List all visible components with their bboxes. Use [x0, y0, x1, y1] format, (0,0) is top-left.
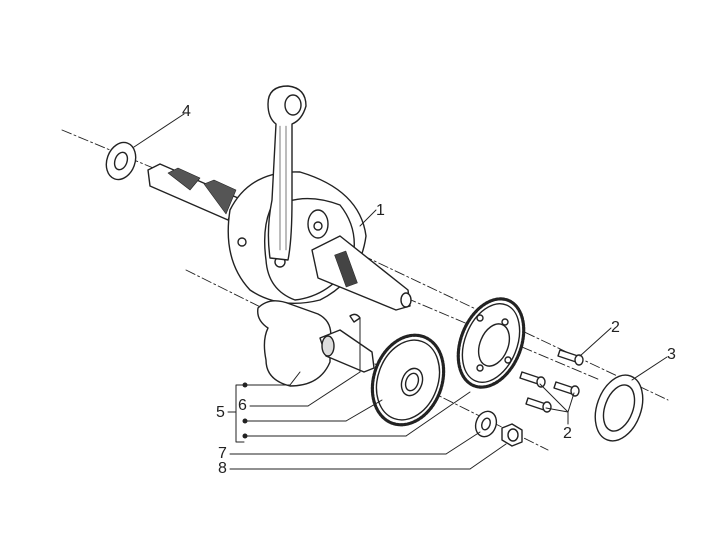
gear-right	[456, 297, 526, 389]
crank-lower	[257, 300, 375, 387]
gear-left	[370, 333, 446, 427]
crankshaft-1	[227, 171, 412, 311]
thrust-washer-3	[594, 374, 644, 442]
callout-8: 8	[218, 460, 227, 477]
bracket-dots	[242, 382, 248, 439]
leader-lines	[133, 113, 668, 470]
callout-7: 7	[218, 445, 227, 462]
callout-1: 1	[376, 202, 385, 219]
washer-7	[474, 410, 498, 438]
nut-8	[501, 423, 523, 447]
callout-6: 6	[238, 397, 247, 414]
callout-2-top: 2	[611, 319, 620, 336]
callout-5: 5	[216, 404, 225, 421]
washer-4	[105, 141, 137, 181]
connecting-rod	[267, 85, 307, 261]
callout-3: 3	[667, 346, 676, 363]
callout-4: 4	[182, 103, 191, 120]
shaft-left	[147, 163, 239, 221]
callout-2-bottom: 2	[563, 425, 572, 442]
screws-2	[519, 349, 584, 413]
